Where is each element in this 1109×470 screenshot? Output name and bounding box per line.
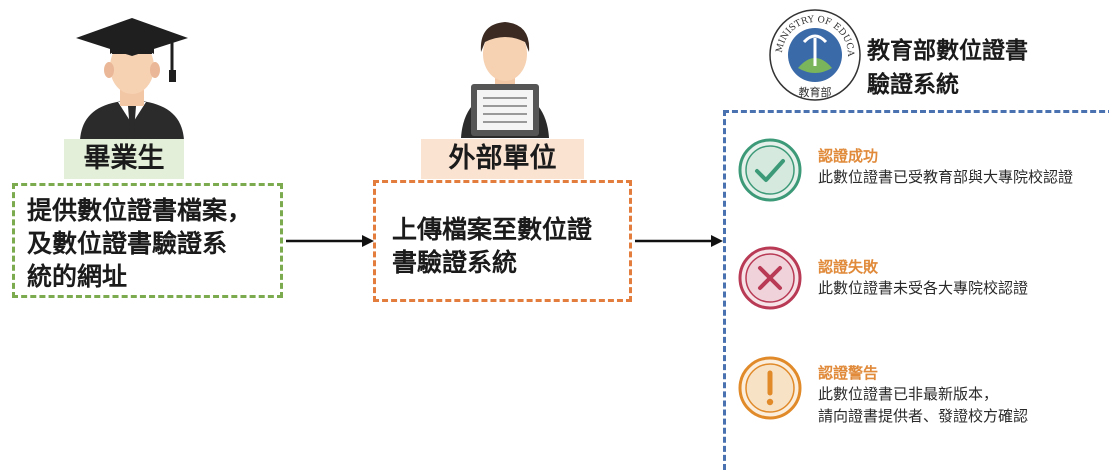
graduate-task-line: 及數位證書驗證系	[27, 229, 228, 258]
system-title: 教育部數位證書 驗證系統	[867, 34, 1028, 102]
result-success-desc-line: 此數位證書已受教育部與大專院校認證	[818, 168, 1074, 186]
exclamation-icon	[738, 356, 802, 420]
result-warning-title: 認證警告	[818, 364, 879, 382]
result-warning-desc-line: 請向證書提供者、發證校方確認	[818, 407, 1029, 425]
graduate-figure-icon	[76, 18, 188, 140]
external-unit-role-label: 外部單位	[421, 139, 584, 179]
graduate-task-box: 提供數位證書檔案， 及數位證書驗證系 統的網址	[12, 183, 283, 298]
graduate-role-label: 畢業生	[64, 139, 184, 179]
x-icon	[738, 246, 802, 310]
graduate-task-line: 提供數位證書檔案，	[27, 196, 253, 225]
graduate-task-line: 統的網址	[27, 262, 128, 291]
external-unit-task-line: 上傳檔案至數位證	[392, 215, 593, 244]
flow-arrow-1	[286, 235, 374, 247]
check-icon	[738, 138, 802, 202]
external-unit-figure-icon	[461, 22, 549, 138]
result-failure-desc: 此數位證書未受各大專院校認證	[818, 277, 1028, 299]
result-success-title: 認證成功	[818, 147, 879, 165]
ministry-of-education-logo: MINISTRY OF EDUCATION 教育部	[768, 8, 861, 101]
result-failure-title: 認證失敗	[818, 258, 879, 276]
result-warning-desc: 此數位證書已非最新版本， 請向證書提供者、發證校方確認	[818, 383, 1028, 427]
system-title-line: 教育部數位證書	[867, 38, 1028, 64]
external-unit-task-box: 上傳檔案至數位證 書驗證系統	[373, 180, 632, 302]
logo-inner-text: 教育部	[799, 85, 832, 99]
result-failure-desc-line: 此數位證書未受各大專院校認證	[818, 279, 1029, 297]
result-warning-desc-line: 此數位證書已非最新版本，	[818, 385, 999, 403]
result-success-desc: 此數位證書已受教育部與大專院校認證	[818, 166, 1073, 188]
external-unit-task-line: 書驗證系統	[392, 248, 518, 277]
system-title-line: 驗證系統	[867, 72, 959, 98]
flow-arrow-2	[635, 235, 723, 247]
